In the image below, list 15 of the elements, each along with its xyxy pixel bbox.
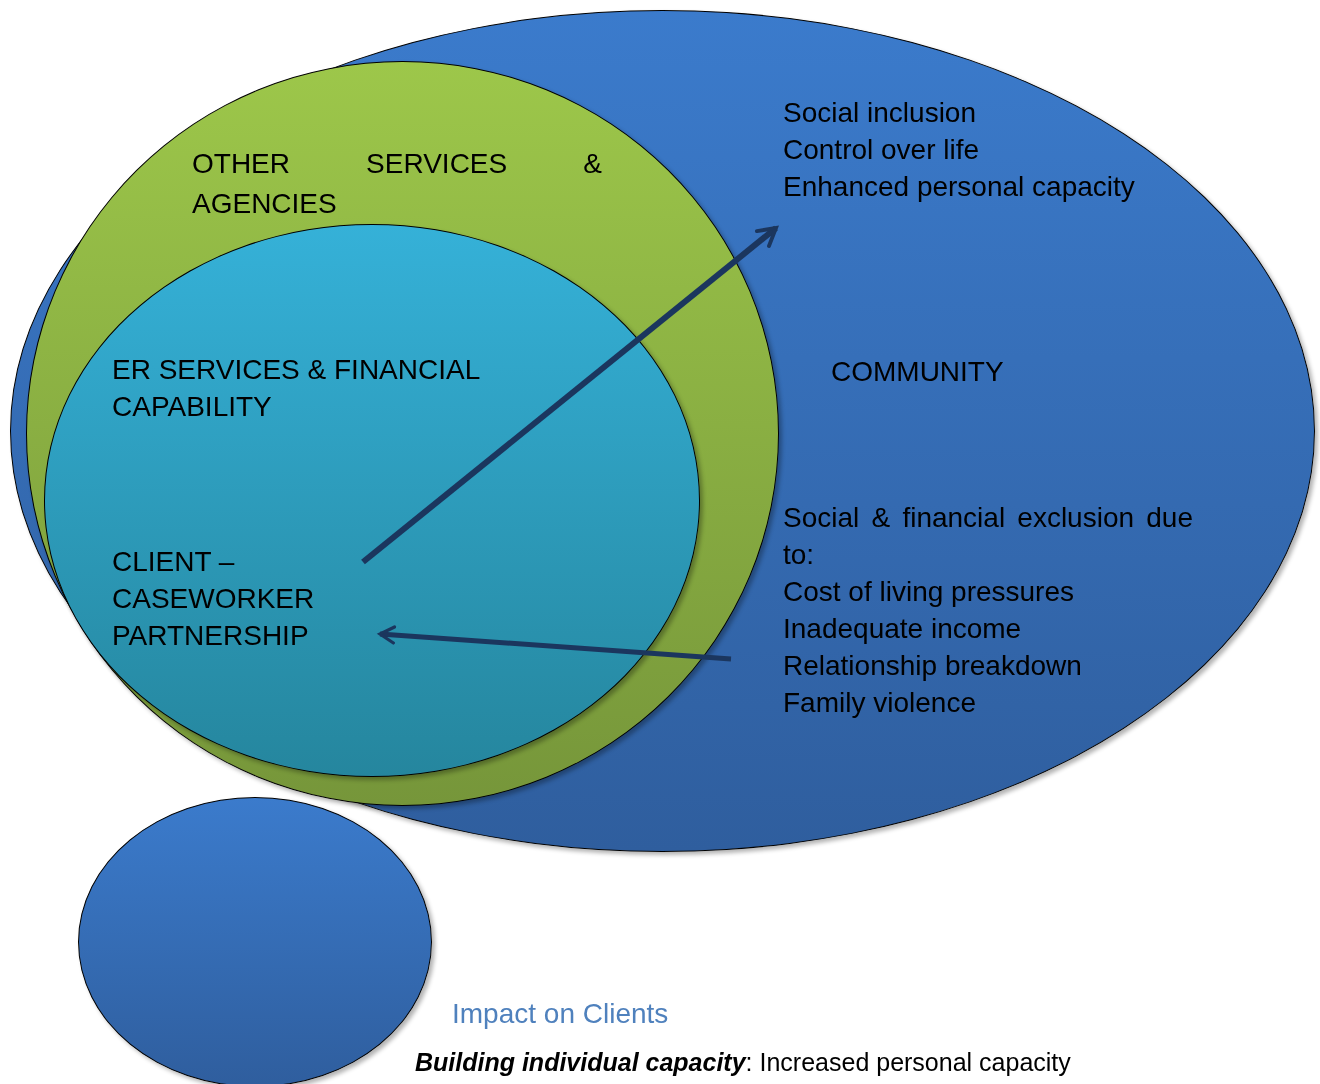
text-line: Cost of living pressures <box>783 575 1075 609</box>
text-line: Social & financial exclusion due to: <box>783 501 1193 572</box>
text-line: Control over life <box>783 133 981 167</box>
body-text: Building individual capacity: Increased personal capacity <box>415 1048 1071 1077</box>
partnership-text: CLIENT – CASEWORKER PARTNERSHIP <box>112 543 352 659</box>
text-line: Social inclusion <box>783 96 977 130</box>
group-title: ER SERVICES & FINANCIAL CAPABILITY <box>112 353 481 424</box>
group-title: COMMUNITY <box>831 355 1005 389</box>
section-heading: Impact on Clients <box>452 998 669 1030</box>
text-line: Enhanced personal capacity <box>783 170 1136 204</box>
text-line: Relationship breakdown <box>783 649 1083 683</box>
arrow <box>361 225 778 565</box>
group-title: OTHER SERVICES & AGENCIES <box>192 147 602 221</box>
text-line: Inadequate income <box>783 612 1023 646</box>
text-line: Family violence <box>783 686 977 720</box>
